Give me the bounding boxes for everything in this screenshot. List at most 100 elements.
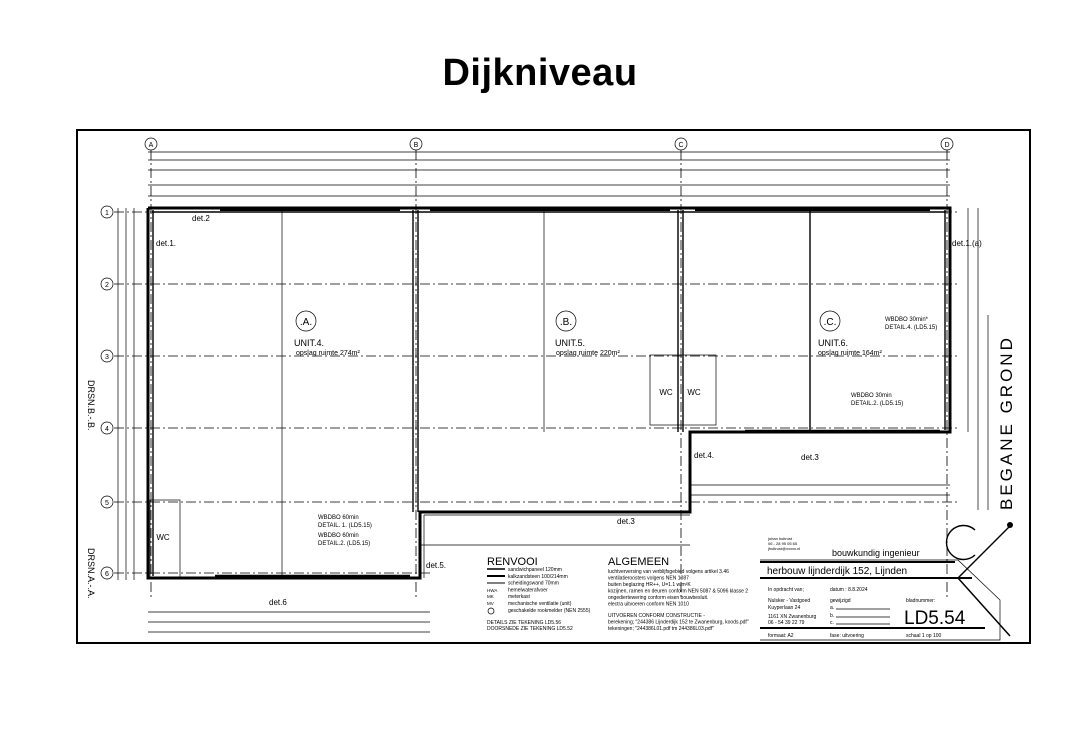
constructie-note: berekening; "244386 Lijnderdijk 152 te Z… (608, 620, 749, 626)
unit-badge: .C. (824, 317, 837, 328)
svg-text:In opdracht van;: In opdracht van; (768, 587, 804, 593)
title-block: johan hultrust 06 - 28 95 05 65 jhultrus… (760, 522, 1013, 641)
svg-text:Kuyperlaan 24: Kuyperlaan 24 (768, 605, 800, 611)
grid-bubble (674, 137, 688, 151)
grid-bubble (100, 205, 114, 219)
drawing-frame (76, 129, 1031, 644)
unit-area: opslag ruimte 274m² (296, 350, 360, 357)
renvooi-item: meterkast (508, 594, 531, 600)
svg-text:det.3: det.3 (801, 453, 819, 462)
renvooi-heading: RENVOOI (487, 556, 538, 568)
unit-area: opslag ruimte 220m² (556, 350, 620, 357)
svg-text:schaal 1 op 100: schaal 1 op 100 (906, 633, 942, 639)
grid-bubble (100, 277, 114, 291)
svg-text:DOORSNEDE ZIE TEKENING LD5.52: DOORSNEDE ZIE TEKENING LD5.52 (487, 626, 573, 632)
svg-text:1161 XN Zwanenburg: 1161 XN Zwanenburg (768, 614, 816, 620)
svg-text:c.: c. (830, 620, 834, 626)
svg-text:fase: uitvoering: fase: uitvoering (830, 633, 864, 639)
unit-name: UNIT.4. (294, 338, 324, 348)
algemeen-item: buiten beglazing HR++, U=1.1 w/m²K (608, 582, 691, 588)
building-walls (146, 206, 952, 580)
wc-label: WC (659, 388, 673, 397)
grid-label-row: 5 (105, 500, 109, 507)
svg-text:a.: a. (830, 605, 834, 611)
svg-text:bladnummer:: bladnummer: (906, 598, 935, 604)
window-strips (215, 209, 940, 578)
dimension-lines-right (967, 208, 989, 510)
unit-name: UNIT.6. (818, 338, 848, 348)
svg-text:06 - 54 39 22 79: 06 - 54 39 22 79 (768, 620, 805, 626)
algemeen-heading: ALGEMEEN (608, 556, 669, 568)
algemeen-item: ventilatieroosters volgens NEN 1087 (608, 576, 689, 582)
grid-label-col: A (149, 142, 154, 149)
renvooi-item: sandwichpaneel 120mm (508, 567, 562, 573)
constructie-note: tekeningen; "244386L01.pdf tm 244386L03.… (608, 626, 714, 632)
svg-text:det.3: det.3 (617, 517, 635, 526)
unit-5: .B. UNIT.5. opslag ruimte 220m² (555, 310, 620, 357)
sheet-number: LD5.54 (904, 608, 966, 629)
unit-4: .A. UNIT.4. opslag ruimte 274m² (294, 310, 360, 357)
grid-label-col: B (414, 142, 419, 149)
svg-text:DETAILS ZIE TEKENING LD5.56: DETAILS ZIE TEKENING LD5.56 (487, 620, 561, 626)
fire-rating-notes: WBDBO 30min* DETAIL.4. (LD5.15) WBDBO 30… (318, 317, 937, 547)
renvooi-item: mechanische ventilatie (unit) (508, 601, 572, 607)
grid-bubble (100, 349, 114, 363)
grid-bubble (940, 137, 954, 151)
svg-text:06 - 28 95 05 65: 06 - 28 95 05 65 (768, 541, 798, 546)
grid-label-row: 6 (105, 571, 109, 578)
grid-lines (114, 150, 960, 600)
svg-text:det.5.: det.5. (426, 561, 446, 570)
algemeen-item: luchtverversing van verblijfsgebied volg… (608, 569, 729, 575)
svg-text:DETAIL.4. (LD5.15): DETAIL.4. (LD5.15) (885, 325, 937, 331)
svg-text:WBDBO 60min: WBDBO 60min (318, 533, 359, 539)
dimension-lines-left (117, 208, 135, 580)
algemeen-item: ongediertewering conform eisen bouwbeslu… (608, 595, 708, 601)
grid-bubble (100, 566, 114, 580)
svg-text:det.4.: det.4. (694, 451, 714, 460)
svg-text:gewijzigd: gewijzigd (830, 598, 851, 604)
unit-name: UNIT.5. (555, 338, 585, 348)
svg-text:det.1.: det.1. (156, 239, 176, 248)
svg-text:jhultrust@xxxxx.nl: jhultrust@xxxxx.nl (767, 546, 800, 551)
svg-text:b.: b. (830, 613, 834, 619)
dimension-lines-bottom (148, 484, 950, 633)
algemeen-item: electra uitvoeren conform NEN 1010 (608, 602, 689, 608)
svg-text:WBDBO 30min*: WBDBO 30min* (885, 317, 929, 323)
section-label-a: DRSN.A.-.A. (86, 548, 96, 599)
svg-text:datum : 8.8.2024: datum : 8.8.2024 (830, 587, 868, 593)
svg-text:HWA: HWA (487, 588, 497, 593)
grid-bubble (144, 137, 158, 151)
svg-text:Nulsker - Vastgoed: Nulsker - Vastgoed (768, 598, 810, 604)
svg-text:det.2: det.2 (192, 214, 210, 223)
drawing-title: Dijkniveau (442, 52, 638, 94)
grid-label-row: 3 (105, 354, 109, 361)
profession: bouwkundig ingenieur (832, 548, 920, 558)
grid-label-row: 2 (105, 282, 109, 289)
unit-6: .C. UNIT.6. opslag ruimte 164m² (818, 310, 882, 357)
renvooi-item: geschakelde rookmelder (NEN 2555) (508, 608, 591, 614)
algemeen-item: kozijnen, ramen en deuren conform NEN 50… (608, 589, 748, 595)
svg-text:det.6: det.6 (269, 598, 287, 607)
section-label-b: DRSN.B.-.B. (86, 380, 96, 431)
unit-area: opslag ruimte 164m² (818, 350, 882, 357)
grid-bubble (409, 137, 423, 151)
svg-text:DETAIL.2. (LD5.15): DETAIL.2. (LD5.15) (851, 401, 903, 407)
svg-text:johan hultrust: johan hultrust (767, 536, 793, 541)
svg-text:det.1.(a): det.1.(a) (952, 239, 982, 248)
wc-label: WC (687, 388, 701, 397)
svg-text:MV: MV (487, 601, 494, 606)
detail-markers: det.2 det.1. det.1.(a) det.3 det.3 det.4… (156, 214, 982, 607)
project-name: herbouw lijnderdijk 152, Lijnden (767, 566, 907, 577)
svg-text:formaat: A2: formaat: A2 (768, 633, 794, 639)
renvooi-item: kalkzandsteen 100/214mm (508, 574, 568, 580)
constructie-note: UITVOEREN CONFORM CONSTRUCTIE - (608, 613, 705, 619)
svg-text:DETAIL.2. (LD5.15): DETAIL.2. (LD5.15) (318, 541, 370, 547)
side-label: BEGANE GROND (997, 335, 1016, 510)
grid-bubble (100, 421, 114, 435)
legend-algemeen: ALGEMEEN luchtverversing van verblijfsge… (608, 556, 749, 632)
renvooi-item: hemelwaterafvoer (508, 587, 548, 593)
svg-text:WBDBO 30min: WBDBO 30min (851, 393, 892, 399)
renvooi-item: scheidingswand 70mm (508, 581, 559, 587)
